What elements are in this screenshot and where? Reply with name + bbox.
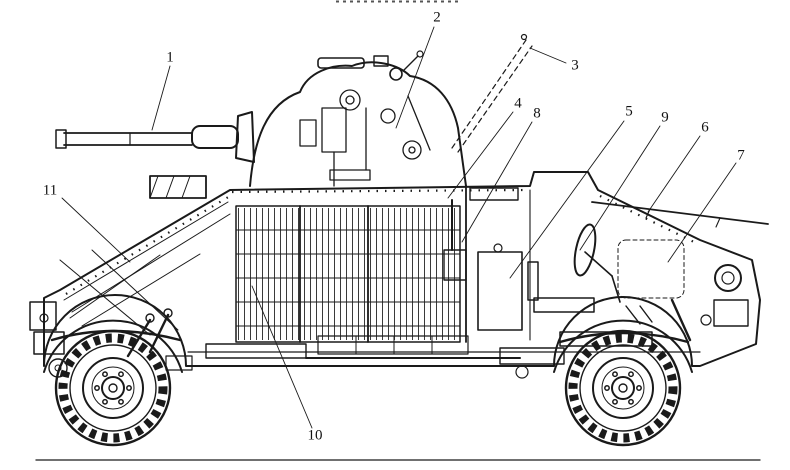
- right-shock-absorber: [670, 298, 692, 342]
- leader-5: [509, 120, 625, 279]
- pedals: [625, 305, 653, 325]
- leader-11: [61, 197, 131, 263]
- left-shock-absorbers: [126, 308, 173, 358]
- headlight: [714, 264, 742, 292]
- callout-7: 7: [737, 147, 745, 164]
- pipe-junction-box: [443, 249, 467, 281]
- transfer-case: [499, 347, 565, 365]
- hull-outline: [43, 171, 761, 367]
- leader-1: [151, 65, 171, 131]
- stowage-box-left-deck: [149, 175, 207, 199]
- door-outline-dashed: [617, 239, 685, 299]
- callout-8: 8: [533, 105, 541, 122]
- steering-column: [584, 251, 613, 277]
- air-intake-box: [469, 187, 519, 201]
- right-fender: [553, 319, 693, 373]
- leader-8: [461, 121, 533, 243]
- steering-column-lower: [611, 275, 621, 303]
- leader-10: [251, 285, 313, 429]
- fuel-cap: [493, 243, 503, 253]
- steering-wheel: [573, 223, 597, 277]
- callout-5: 5: [625, 103, 633, 120]
- right-wheel: [564, 329, 682, 447]
- rear-slope-louvres: [59, 201, 231, 336]
- front-fitting: [700, 314, 712, 326]
- gun-barrel: [55, 129, 193, 149]
- rear-roller-hub: [54, 364, 62, 372]
- rivet-rows: [65, 188, 699, 295]
- aa-mount-arm: [403, 55, 419, 71]
- callout-2: 2: [433, 9, 441, 26]
- fuel-tank: [477, 251, 523, 331]
- engine-louvre-frame: [235, 205, 461, 343]
- driver-seat: [533, 297, 595, 313]
- right-leaf-spring: [558, 331, 690, 344]
- turret-interior: [299, 89, 431, 187]
- rear-stowage-box-upper: [29, 301, 57, 331]
- periscope-housing: [373, 55, 389, 67]
- left-fender: [43, 319, 183, 373]
- callout-11: 11: [42, 182, 58, 199]
- front-box: [713, 299, 749, 327]
- leader-4: [447, 111, 514, 199]
- rail-antenna: [591, 201, 769, 225]
- battery-box: [317, 335, 469, 355]
- leader-lines: [61, 26, 737, 429]
- headlight-inner: [721, 271, 735, 285]
- leader-9: [579, 125, 661, 251]
- leader-6: [647, 135, 701, 213]
- engine-shelves: [235, 205, 461, 343]
- antenna-dashed: [451, 39, 533, 153]
- callout-4: 4: [514, 95, 522, 112]
- leader-2: [395, 26, 435, 129]
- aa-mount-tip: [416, 50, 424, 58]
- turret-outline: [249, 61, 467, 187]
- leader-3: [529, 47, 567, 64]
- tail-light: [39, 313, 49, 323]
- gearbox: [205, 343, 307, 359]
- callout-9: 9: [661, 109, 669, 126]
- left-wheel: [54, 329, 172, 447]
- callout-1: 1: [166, 49, 174, 66]
- rear-roller: [48, 358, 68, 378]
- antenna-tip: [520, 33, 528, 41]
- idler-roller: [515, 365, 529, 379]
- turret-hatch: [317, 57, 365, 69]
- callout-10: 10: [307, 427, 323, 444]
- callout-6: 6: [701, 119, 709, 136]
- step-box: [165, 355, 193, 371]
- driver-seat-back: [527, 261, 539, 301]
- left-leaf-spring: [50, 329, 182, 342]
- recoil-sleeve: [191, 125, 239, 149]
- gun-mantlet: [235, 111, 255, 163]
- callout-3: 3: [571, 57, 579, 74]
- leader-7: [667, 162, 737, 263]
- periscope-head: [389, 67, 403, 81]
- front-bench: [559, 331, 653, 347]
- rear-stowage-box-lower: [33, 331, 65, 355]
